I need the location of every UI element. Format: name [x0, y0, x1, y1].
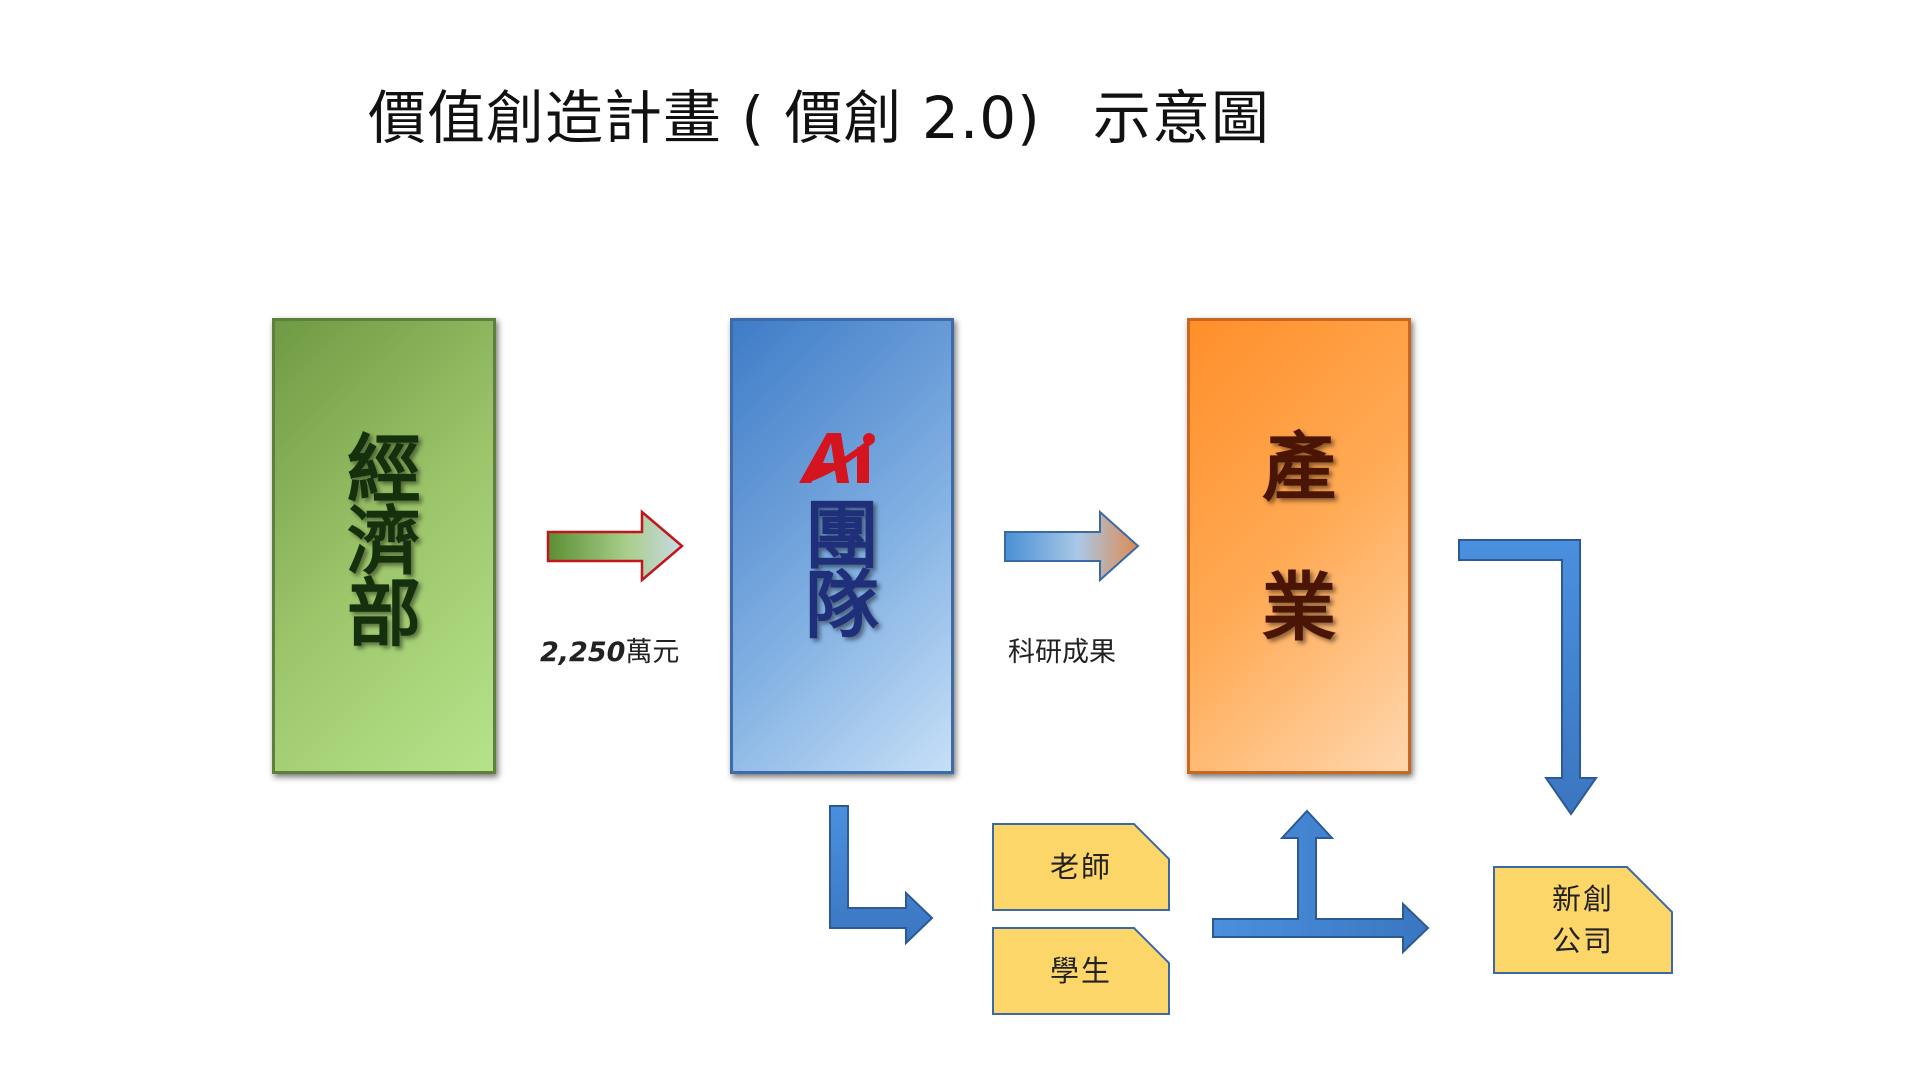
- industry-char-2: 業: [1262, 565, 1336, 651]
- moea-char-3: 部: [347, 571, 421, 657]
- arrow-industry-to-startup: [1458, 539, 1598, 816]
- arrow-team-to-people: [829, 805, 934, 946]
- startup-line-2: 公司: [1551, 924, 1614, 958]
- arrow-research: [1004, 509, 1140, 583]
- moea-box: 經 濟 部: [272, 318, 496, 774]
- funding-label: 2,250萬元: [540, 630, 679, 669]
- funding-unit: 萬元: [625, 637, 680, 668]
- moea-label: 經 濟 部: [347, 427, 421, 657]
- team-label: 團 隊: [805, 493, 879, 643]
- industry-char-1: 產: [1262, 425, 1336, 511]
- industry-box: 產 業: [1187, 318, 1411, 774]
- student-note: 學生: [992, 927, 1170, 1015]
- teacher-text: 老師: [1049, 849, 1112, 884]
- student-text: 學生: [1049, 953, 1112, 988]
- page-title: 價值創造計畫 ( 價創 2.0) 示意圖: [368, 78, 1270, 158]
- startup-line-1: 新創: [1551, 881, 1614, 916]
- arrow-funding: [546, 509, 684, 583]
- title-suffix: 示意圖: [1092, 84, 1270, 152]
- team-char-2: 隊: [805, 563, 879, 649]
- industry-label: 產 業: [1262, 431, 1336, 711]
- teacher-note: 老師: [992, 823, 1170, 911]
- team-char-1: 團: [805, 493, 879, 579]
- moea-char-1: 經: [347, 427, 421, 513]
- moea-char-2: 濟: [347, 499, 421, 585]
- funding-amount: 2,250: [540, 637, 626, 668]
- startup-text: 新創 公司: [1493, 866, 1673, 974]
- research-label: 科研成果: [1008, 637, 1116, 668]
- team-box: 團 隊: [730, 318, 954, 774]
- ai-logo: [799, 433, 875, 483]
- arrow-people-to-industry-and-startup: [1212, 809, 1430, 955]
- startup-note: 新創 公司: [1493, 866, 1673, 974]
- title-main: 價值創造計畫 ( 價創 2.0): [368, 84, 1041, 152]
